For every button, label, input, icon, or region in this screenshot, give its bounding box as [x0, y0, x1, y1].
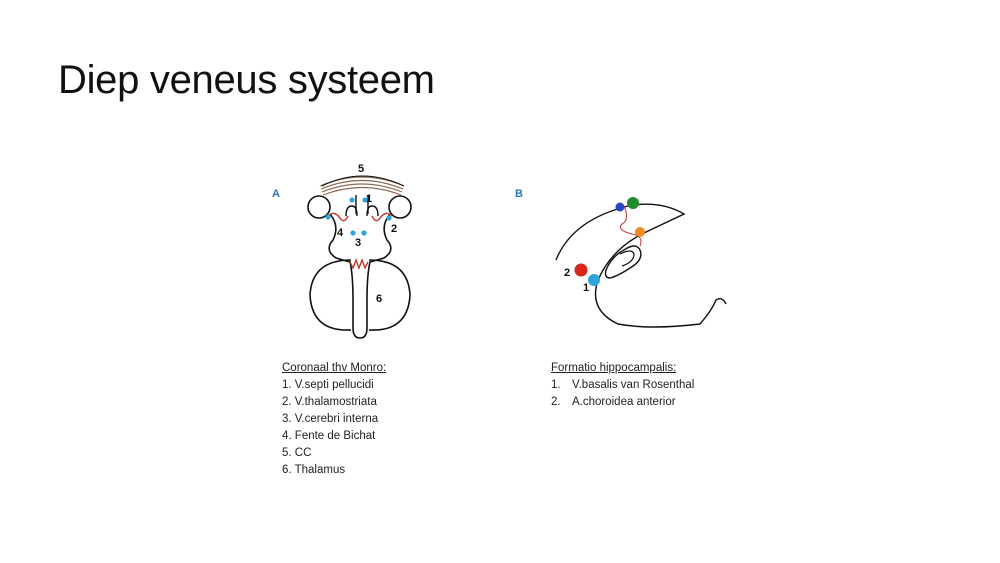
legend-b-item: 2. A.choroidea anterior [551, 394, 694, 411]
legend-a-num: 5. [282, 447, 292, 459]
legend-a-item: 2. V.thalamostriata [282, 394, 386, 411]
legend-a: Coronaal thv Monro: 1. V.septi pellucidi… [282, 360, 386, 479]
third-ventricle-outline [328, 213, 392, 339]
internal-cerebral-vein-right [361, 230, 367, 236]
green-vessel [627, 197, 639, 209]
legend-a-item: 1. V.septi pellucidi [282, 377, 386, 394]
legend-a-title: Coronaal thv Monro: [282, 362, 387, 374]
hippocampus-shape [604, 245, 642, 279]
legend-a-text: CC [294, 447, 312, 459]
internal-cerebral-vein-left [350, 230, 356, 236]
callosum-outline [321, 175, 405, 187]
label-1: 1 [366, 193, 372, 205]
legend-a-text: V.thalamostriata [294, 396, 377, 408]
anterior-choroidal-artery [574, 263, 588, 277]
legend-a-item: 6. Thalamus [282, 462, 386, 479]
legend-b-title: Formatio hippocampalis: [551, 362, 677, 374]
legend-a-num: 4. [282, 430, 292, 442]
coronal-diagram: 5 1 4 3 2 6 [307, 163, 412, 339]
legend-a-item: 4. Fente de Bichat [282, 428, 386, 445]
legend-b-text: V.basalis van Rosenthal [572, 379, 695, 391]
basal-vein-rosenthal [588, 274, 600, 286]
thalamus-outline [309, 259, 411, 331]
label-3: 3 [355, 237, 361, 249]
legend-a-num: 6. [282, 464, 292, 476]
legend-a-num: 1. [282, 379, 292, 391]
thalamostriate-vein-right [386, 215, 392, 221]
choroidal-thread [619, 205, 642, 247]
panel-a-letter: A [272, 188, 280, 200]
legend-b-num: 2. [551, 396, 561, 408]
label-5: 5 [358, 163, 364, 175]
dark-blue-vessel [615, 202, 625, 212]
legend-a-text: Thalamus [294, 464, 346, 476]
legend-a-num: 3. [282, 413, 292, 425]
right-caudate [388, 195, 412, 219]
label-6: 6 [376, 293, 382, 305]
left-caudate [307, 195, 331, 219]
legend-a-text: Fente de Bichat [294, 430, 376, 442]
label-4: 4 [337, 227, 344, 239]
legend-a-item: 3. V.cerebri interna [282, 411, 386, 428]
legend-b-num: 1. [551, 379, 561, 391]
legend-b: Formatio hippocampalis: 1. V.basalis van … [551, 360, 694, 411]
panel-b-letter: B [515, 188, 523, 200]
legend-b-text: A.choroidea anterior [572, 396, 676, 408]
legend-b-item: 1. V.basalis van Rosenthal [551, 377, 694, 394]
septum-fornix [345, 195, 379, 217]
legend-a-item: 5. CC [282, 445, 386, 462]
label-2: 2 [391, 223, 397, 235]
legend-a-text: V.cerebri interna [294, 413, 379, 425]
hippocampus-inner [619, 250, 635, 267]
orange-vessel [635, 227, 645, 237]
septal-vein-right [362, 197, 368, 203]
septal-vein-left [349, 197, 355, 203]
vein-dots [325, 197, 392, 236]
temporal-horn-outline [555, 203, 727, 328]
choroid-plexus [327, 212, 393, 270]
label-b-1: 1 [583, 282, 589, 294]
figure-panel: 5 1 4 3 2 6 2 1 A B Coronaal thv Monro: … [220, 150, 750, 500]
legend-a-text: V.septi pellucidi [294, 379, 374, 391]
legend-a-num: 2. [282, 396, 292, 408]
slide-title: Diep veneus systeem [58, 58, 435, 102]
label-b-2: 2 [564, 267, 570, 279]
thalamostriate-vein-left [325, 214, 331, 220]
corpus-callosum-arcs [319, 176, 405, 196]
